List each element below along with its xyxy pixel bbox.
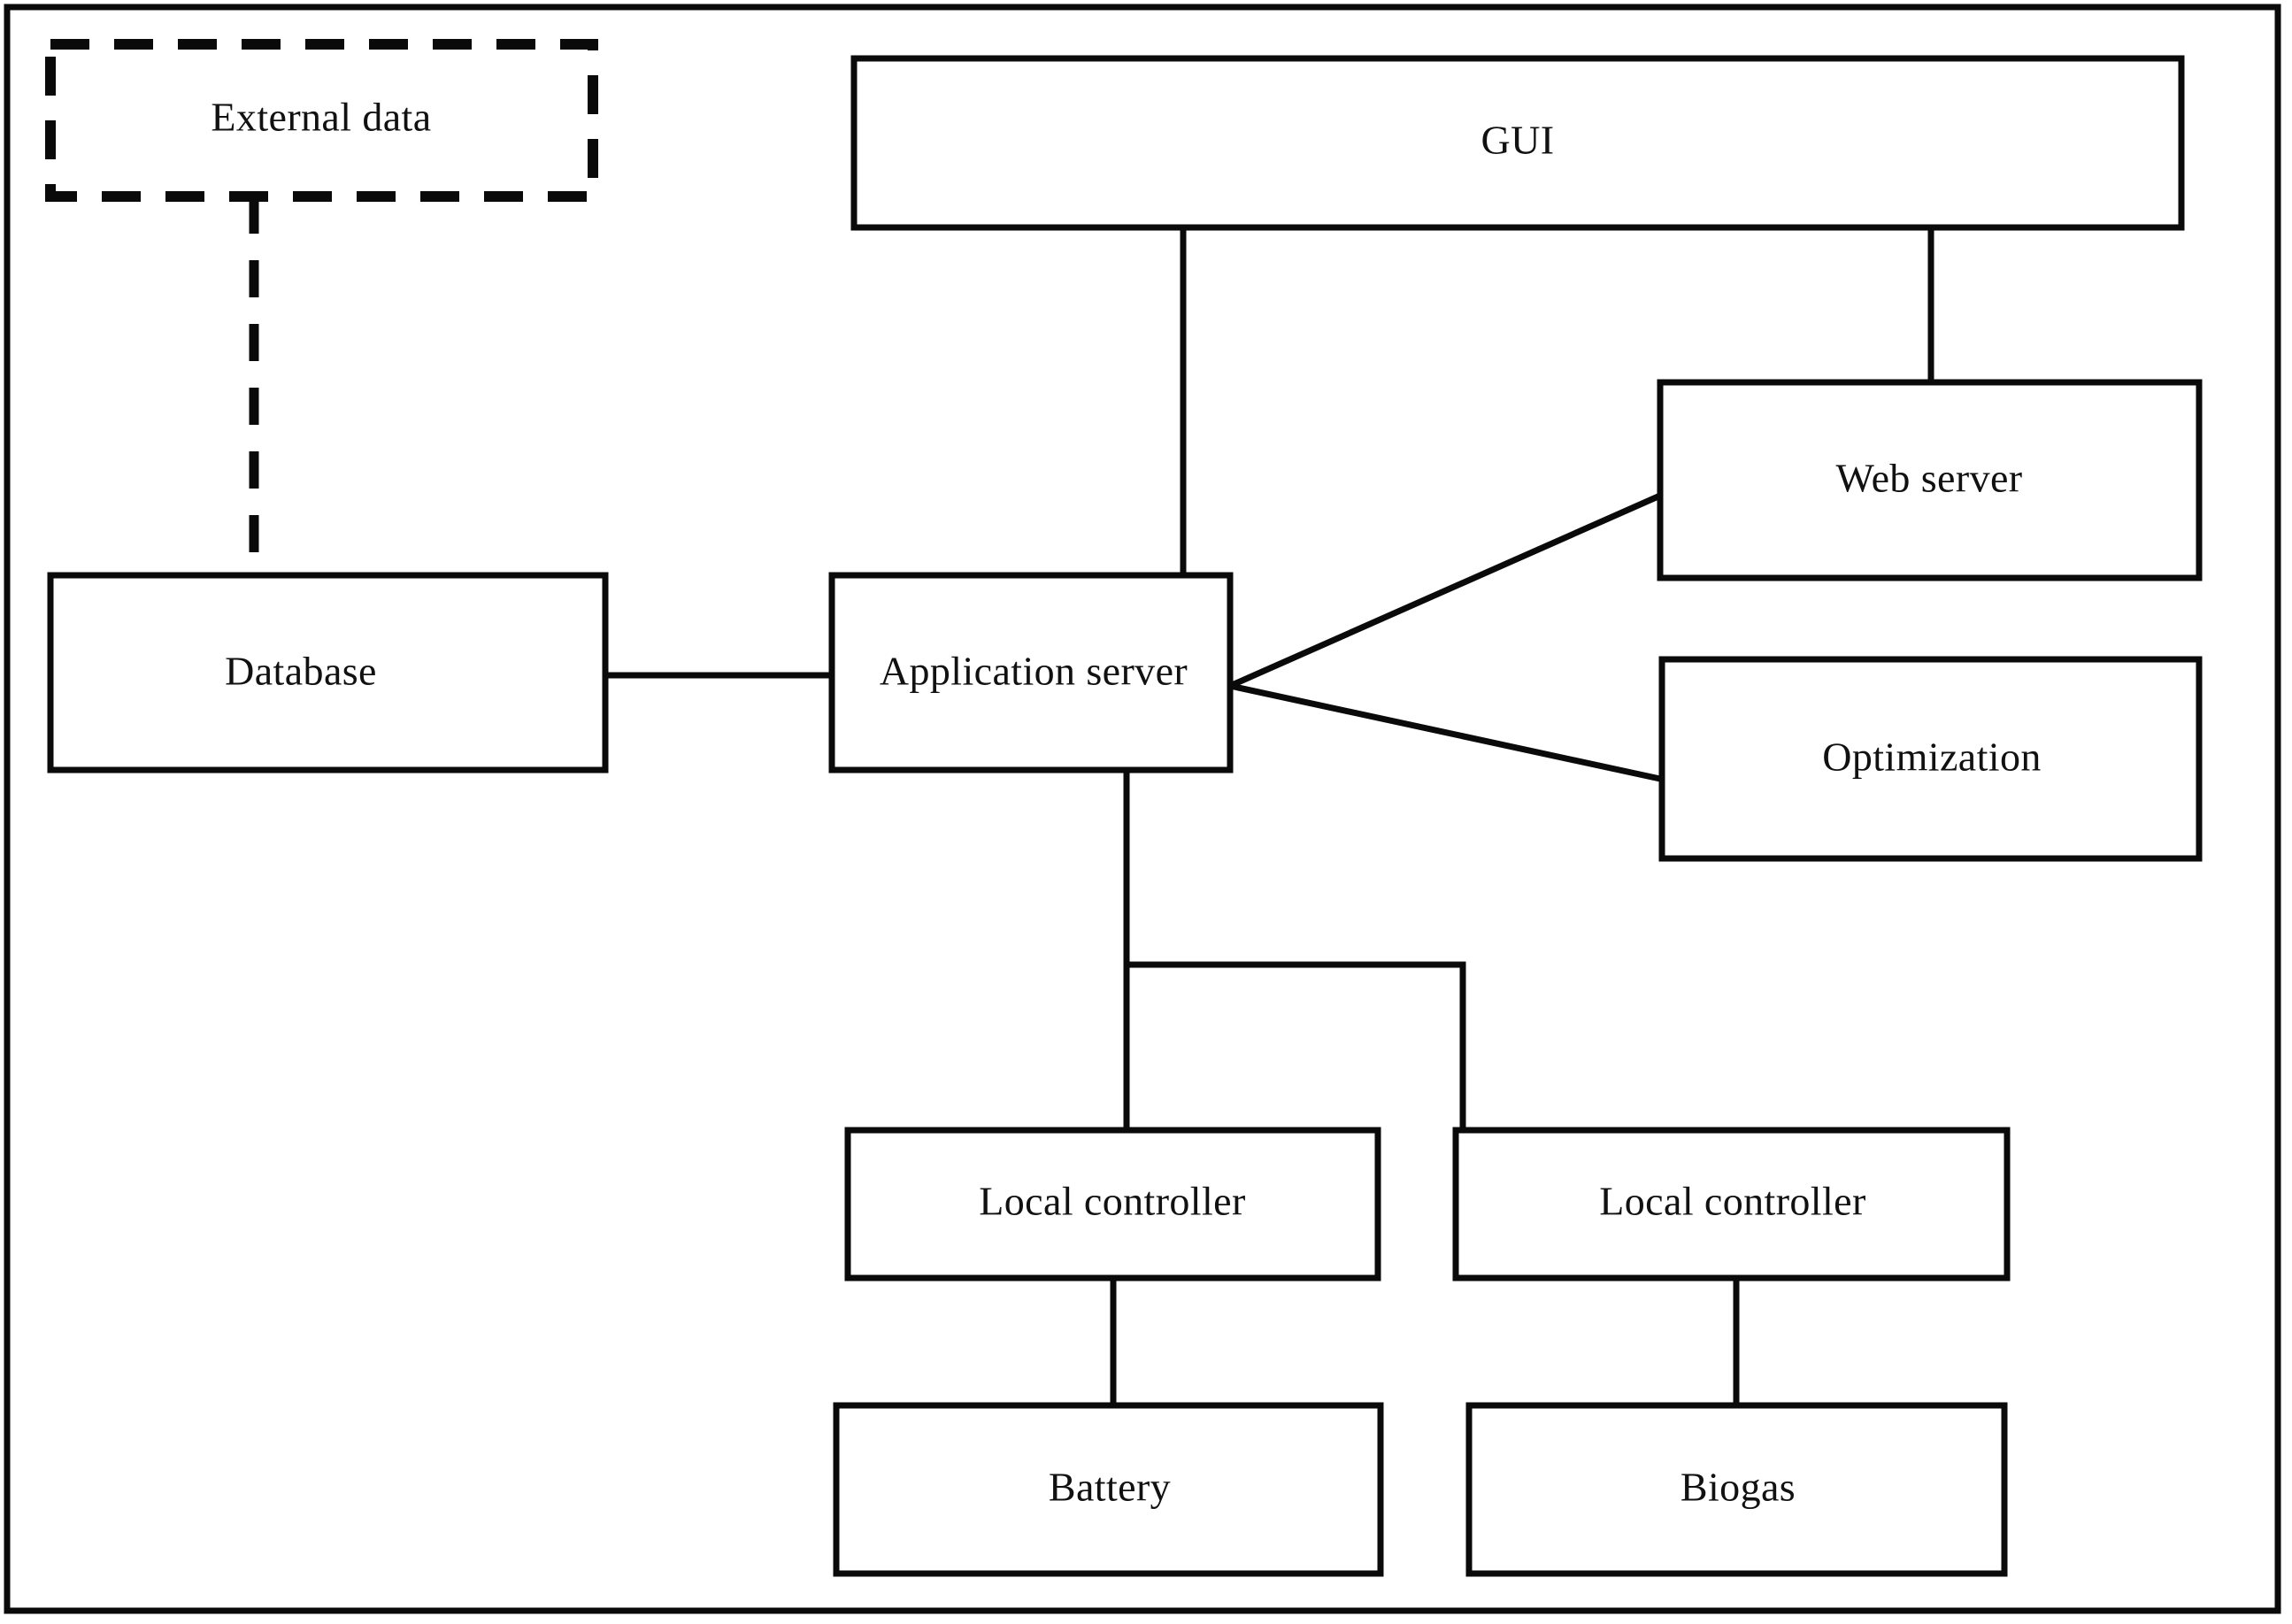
diagram-outer-frame [4,4,2281,1614]
connector-layer [249,196,1934,1405]
node-battery[interactable]: Battery [833,1402,1384,1577]
connector-application-server-to-web-server [1228,492,1662,689]
node-external-data[interactable]: External data [45,39,598,202]
node-optimization[interactable]: Optimization [1658,656,2203,862]
node-biogas-label: Biogas [1681,1465,1796,1510]
node-local-controller-left-box [844,1127,1381,1281]
node-local-controller-right-box [1452,1127,2011,1281]
node-database[interactable]: Database [47,572,609,774]
node-application-server-label: Application server [880,649,1188,694]
node-web-server-label: Web server [1835,456,2022,501]
node-local-controller-left-label: Local controller [979,1179,1245,1224]
node-biogas-box [1465,1402,2008,1577]
connector-application-server-to-optimization [1229,682,1661,782]
node-gui-box [850,55,2185,231]
node-external-data-label: External data [211,95,431,140]
node-battery-label: Battery [1049,1465,1171,1510]
node-application-server-box [828,572,1234,774]
node-biogas[interactable]: Biogas [1465,1402,2008,1577]
node-optimization-label: Optimization [1822,735,2042,780]
node-gui[interactable]: GUI [850,55,2185,231]
node-database-box [47,572,609,774]
node-web-server-box [1657,379,2203,581]
node-database-label: Database [225,649,377,694]
node-local-controller-left[interactable]: Local controller [844,1127,1381,1281]
connector-controller-bus-horizontal [1124,961,1466,1130]
node-gui-label: GUI [1481,118,1555,163]
node-application-server[interactable]: Application server [828,572,1234,774]
node-battery-box [833,1402,1384,1577]
node-local-controller-right-label: Local controller [1599,1179,1865,1224]
node-web-server[interactable]: Web server [1657,379,2203,581]
node-optimization-box [1658,656,2203,862]
node-external-data-box [45,39,598,202]
node-local-controller-right[interactable]: Local controller [1452,1127,2011,1281]
